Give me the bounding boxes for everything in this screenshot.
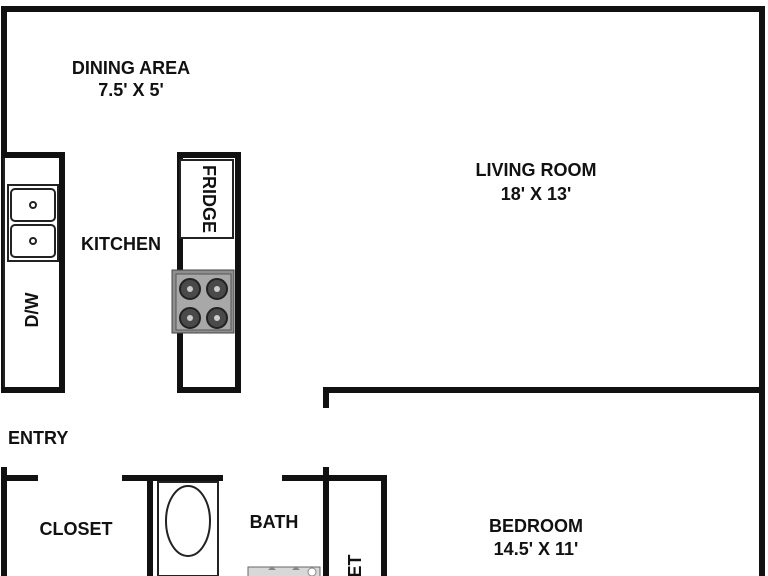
fridge [179,159,234,239]
entry-label: ENTRY [8,428,68,448]
stove [171,269,235,334]
bath-vanity [247,566,321,576]
interior-walls [1,387,765,576]
fridge-label: FRIDGE [199,165,219,233]
bedroom-size: 14.5' X 11' [494,539,579,559]
kitchen-label: KITCHEN [81,234,161,254]
sink [7,184,59,262]
living-room-size: 18' X 13' [501,184,572,204]
dining-area-label: DINING AREA [72,58,190,78]
closet-label: CLOSET [39,519,112,539]
bedroom-closet-label: ET [345,554,365,576]
bath-label: BATH [250,512,299,532]
bathtub [157,481,219,576]
bedroom-label: BEDROOM [489,516,583,536]
living-room-label: LIVING ROOM [476,160,597,180]
dishwasher-label: D/W [22,293,42,328]
dining-area-size: 7.5' X 5' [98,80,164,100]
